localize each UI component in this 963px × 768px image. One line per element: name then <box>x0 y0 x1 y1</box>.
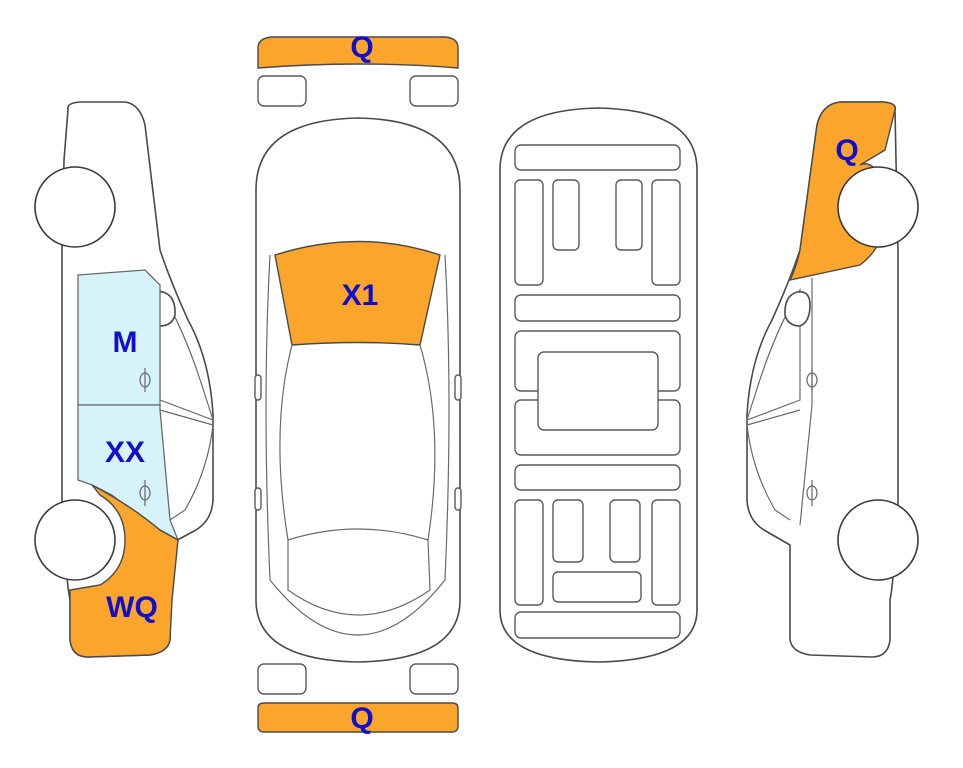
underbody-front-right-rail <box>651 179 681 286</box>
underbody-rear-bar <box>514 611 681 639</box>
right-rear-door-handle <box>806 480 818 506</box>
right-side-view: Q <box>746 101 919 658</box>
left-front-door-handle <box>139 368 151 392</box>
top-view-right-side-line <box>444 254 450 581</box>
left-rear-quarter-damage <box>69 484 179 658</box>
underbody-front-left-rail <box>514 179 544 286</box>
right-side-front-wheel <box>837 166 919 248</box>
rear-right-light <box>409 663 459 695</box>
underbody-rear-left-rail <box>514 499 544 606</box>
underbody-front-left-inner <box>552 179 580 251</box>
right-front-door-handle <box>806 368 818 392</box>
hood-damage <box>274 240 441 346</box>
right-side-mirror <box>784 290 811 327</box>
left-rear-door-label: XX <box>105 436 145 469</box>
underbody-center-panel <box>537 351 659 431</box>
top-view-right-handle <box>454 487 462 511</box>
top-view: Q X1 Q <box>254 31 462 735</box>
top-view-left-side-line <box>265 254 271 581</box>
underbody-rear-right-inner <box>609 499 641 563</box>
rear-bumper-label: Q <box>350 702 373 735</box>
underbody-front-bar <box>514 144 681 171</box>
left-side-view: M XX WQ <box>34 101 214 658</box>
left-side-rear-wheel <box>34 499 116 581</box>
top-view-trunk-line <box>269 579 446 636</box>
top-view-left-mirror <box>254 374 262 401</box>
front-left-light <box>257 75 307 107</box>
left-front-door-damage <box>77 269 161 406</box>
rear-bumper-damage <box>257 702 459 733</box>
underbody-rear-left-inner <box>552 499 584 563</box>
underbody-cross-member-1 <box>514 294 681 322</box>
underbody-rear-tank <box>552 571 642 603</box>
hood-label: X1 <box>342 279 379 312</box>
left-side-front-wheel <box>34 166 116 248</box>
top-view-left-handle <box>254 487 262 511</box>
top-view-left-pillar <box>279 344 293 541</box>
front-bumper-label: Q <box>350 31 373 64</box>
left-rear-door-handle <box>139 480 151 506</box>
underbody-rear-right-rail <box>651 499 681 606</box>
top-view-right-mirror <box>454 374 462 401</box>
underbody-cross-member-2 <box>514 464 681 491</box>
underbody-view <box>499 107 698 663</box>
top-view-rear-window <box>287 528 431 616</box>
right-side-window-rear <box>746 409 801 521</box>
left-side-window-front <box>159 409 214 521</box>
underbody-front-right-inner <box>615 179 643 251</box>
right-side-rear-wheel <box>837 499 919 581</box>
right-side-door-edge <box>799 278 813 526</box>
top-view-right-pillar <box>419 344 436 541</box>
rear-left-light <box>257 663 307 695</box>
front-bumper-damage <box>257 36 459 69</box>
left-front-door-label: M <box>113 326 138 359</box>
left-rear-quarter-label: WQ <box>106 591 158 624</box>
front-right-light <box>409 75 459 107</box>
right-front-quarter-label: Q <box>835 134 858 167</box>
